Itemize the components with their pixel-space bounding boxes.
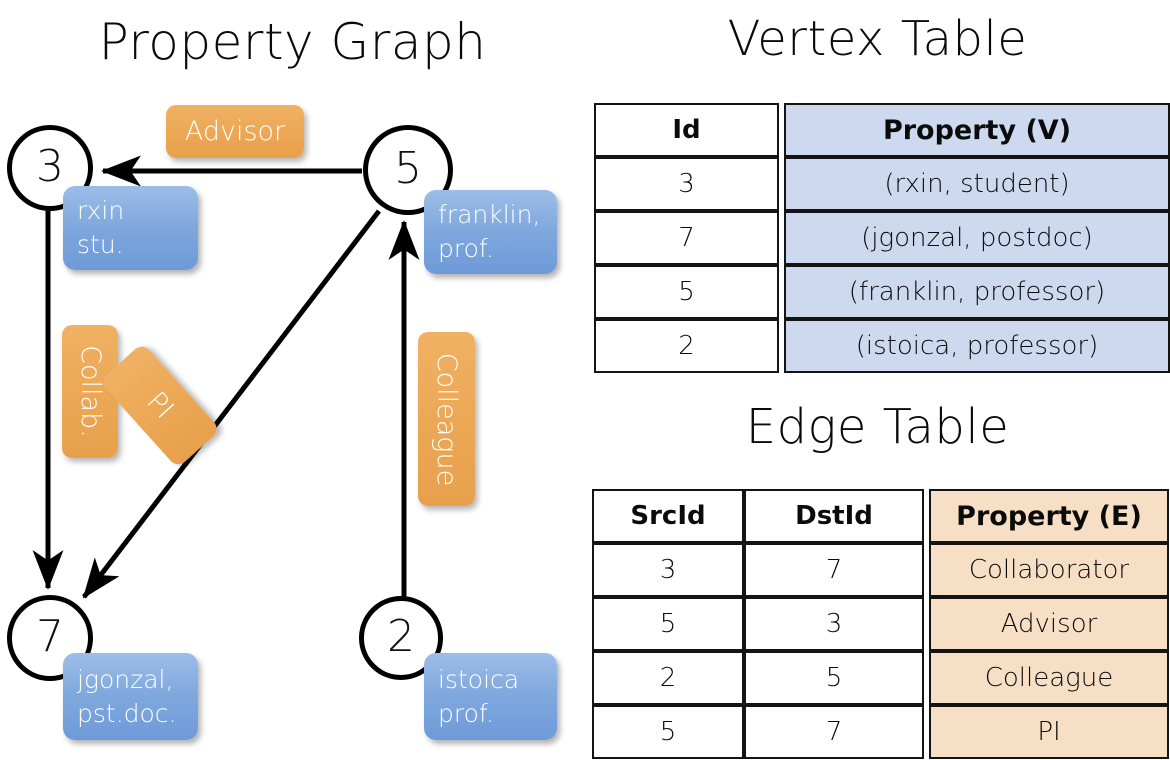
edge-cell-dstid: 3: [744, 597, 924, 651]
edge-5-to-7: [82, 209, 381, 599]
edge-table-header-property: Property (E): [929, 489, 1169, 543]
edge-label-colleague: Colleague: [418, 332, 475, 506]
vertex-table-column-gap: [779, 103, 784, 157]
page-title-vertex-table: Vertex Table: [727, 11, 1028, 67]
edge-label-collab-text: Collab.: [74, 345, 106, 438]
edge-table-column-gap: [924, 597, 929, 651]
vertex-cell-id: 7: [594, 211, 779, 265]
vertex-table-header-property: Property (V): [784, 103, 1170, 157]
edge-table-column-gap: [924, 705, 929, 759]
table-row: 5 3 Advisor: [592, 597, 1169, 651]
table-row: 3 7 Collaborator: [592, 543, 1169, 597]
vertex-property-box-5-line-2: prof.: [438, 234, 494, 263]
vertex-cell-id: 5: [594, 265, 779, 319]
edge-cell-srcid: 5: [592, 705, 744, 759]
edge-table-column-gap: [924, 543, 929, 597]
vertex-cell-property: (franklin, professor): [784, 265, 1170, 319]
vertex-table-column-gap: [779, 265, 784, 319]
graph-node-3-label: 3: [36, 141, 64, 192]
vertex-table-header-row: Id Property (V): [594, 103, 1170, 157]
vertex-cell-property: (rxin, student): [784, 157, 1170, 211]
vertex-table-column-gap: [779, 211, 784, 265]
vertex-cell-property: (istoica, professor): [784, 319, 1170, 373]
vertex-table-column-gap: [779, 157, 784, 211]
edge-table-header-srcid: SrcId: [592, 489, 744, 543]
edge-label-advisor: Advisor: [166, 105, 304, 158]
vertex-property-box-3-line-2: stu.: [77, 230, 124, 259]
edge-label-advisor-text: Advisor: [184, 116, 286, 147]
graph-node-2[interactable]: 2: [359, 596, 443, 680]
graph-node-5-label: 5: [394, 143, 422, 194]
vertex-table-header-id: Id: [594, 103, 779, 157]
vertex-property-box-3-line-1: rxin: [77, 196, 125, 225]
graph-node-2-label: 2: [387, 611, 415, 662]
table-row: 5 7 PI: [592, 705, 1169, 759]
vertex-table-column-gap: [779, 319, 784, 373]
graph-edges: [32, 155, 420, 599]
page-title-property-graph: Property Graph: [98, 13, 487, 71]
vertex-property-box-2-line-2: prof.: [438, 698, 494, 728]
vertex-cell-id: 2: [594, 319, 779, 373]
table-row: 5 (franklin, professor): [594, 265, 1170, 319]
edge-cell-property: Colleague: [929, 651, 1169, 705]
vertex-property-box-5: franklin, prof.: [424, 190, 557, 274]
vertex-table: Id Property (V) 3 (rxin, student) 7 (jgo…: [594, 103, 1170, 373]
vertex-property-box-7-line-1: jgonzal,: [77, 664, 174, 694]
edge-cell-dstid: 7: [744, 543, 924, 597]
edge-cell-dstid: 5: [744, 651, 924, 705]
edge-cell-srcid: 3: [592, 543, 744, 597]
vertex-property-box-2: istoica prof.: [424, 653, 557, 740]
edge-cell-srcid: 2: [592, 651, 744, 705]
edge-cell-dstid: 7: [744, 705, 924, 759]
table-row: 3 (rxin, student): [594, 157, 1170, 211]
edge-table-column-gap: [924, 489, 929, 543]
edge-table: SrcId DstId Property (E) 3 7 Collaborato…: [592, 489, 1169, 759]
edge-cell-property: PI: [929, 705, 1169, 759]
vertex-cell-property: (jgonzal, postdoc): [784, 211, 1170, 265]
edge-label-pi-text: PI: [140, 386, 180, 425]
edge-cell-property: Collaborator: [929, 543, 1169, 597]
edge-table-header-dstid: DstId: [744, 489, 924, 543]
property-graph-panel: Property Graph 3 5 7 2 rxin stu. frankli…: [7, 13, 557, 740]
edge-table-column-gap: [924, 651, 929, 705]
vertex-property-box-2-line-1: istoica: [438, 664, 520, 694]
vertex-property-box-3: rxin stu.: [63, 186, 198, 270]
table-row: 2 5 Colleague: [592, 651, 1169, 705]
table-row: 7 (jgonzal, postdoc): [594, 211, 1170, 265]
graph-node-5[interactable]: 5: [363, 125, 453, 215]
vertex-property-box-5-line-1: franklin,: [438, 200, 541, 229]
graph-node-7-label: 7: [36, 611, 64, 662]
page-title-edge-table: Edge Table: [745, 399, 1010, 455]
edge-cell-property: Advisor: [929, 597, 1169, 651]
vertex-property-box-7-line-2: pst.doc.: [77, 698, 177, 728]
edge-cell-srcid: 5: [592, 597, 744, 651]
edge-label-colleague-text: Colleague: [431, 352, 462, 486]
edge-table-header-row: SrcId DstId Property (E): [592, 489, 1169, 543]
table-row: 2 (istoica, professor): [594, 319, 1170, 373]
vertex-cell-id: 3: [594, 157, 779, 211]
vertex-property-box-7: jgonzal, pst.doc.: [63, 653, 198, 740]
